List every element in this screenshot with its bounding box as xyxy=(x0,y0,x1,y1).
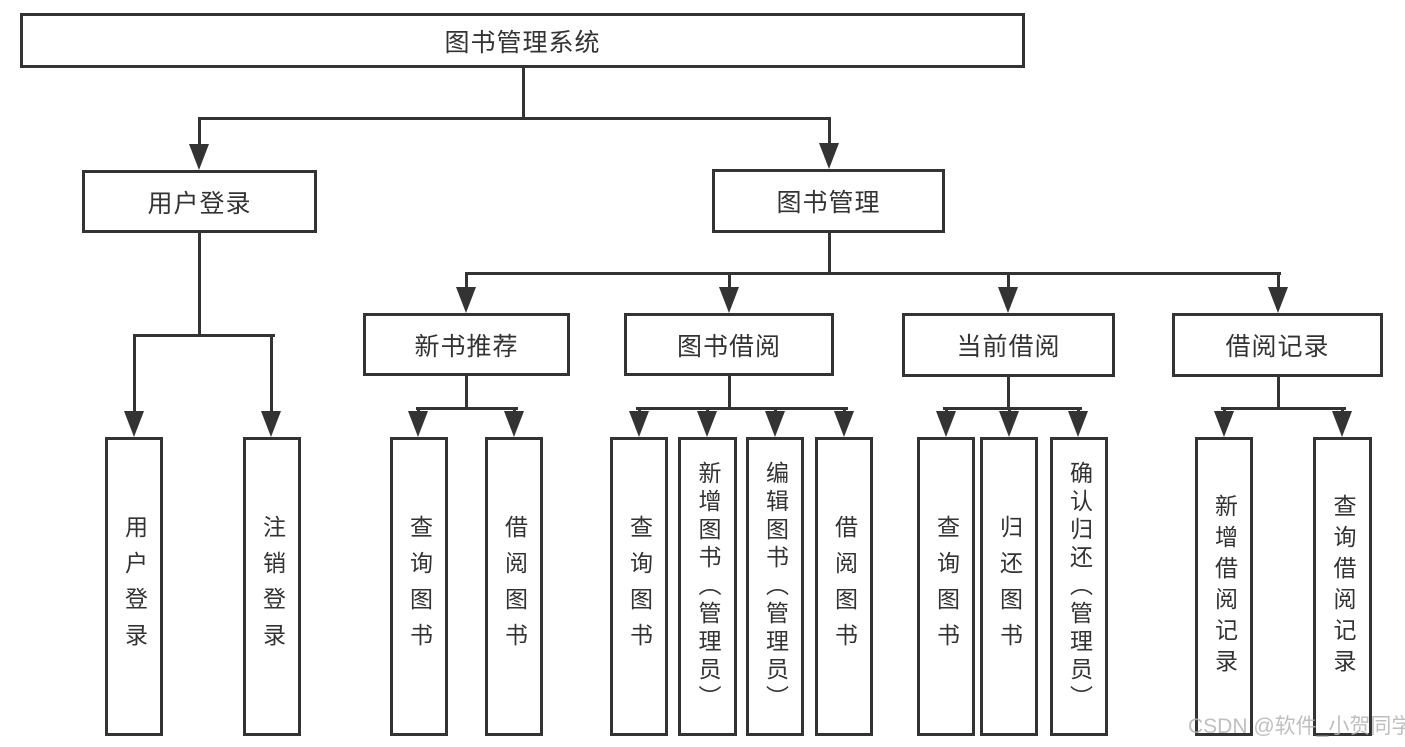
arrow-down-icon xyxy=(1268,287,1288,313)
leaf-user-login: 用户登录 xyxy=(105,437,163,736)
connector-line xyxy=(197,233,201,335)
leaf-label: 借阅图书 xyxy=(831,514,858,659)
leaf-label: 确认归还（管理员） xyxy=(1066,460,1093,713)
arrow-down-icon xyxy=(261,411,281,437)
connector-line xyxy=(269,335,273,419)
connector-line xyxy=(1006,273,1010,295)
leaf-add-book-admin: 新增图书（管理员） xyxy=(678,437,737,736)
leaf-confirm-return-admin: 确认归还（管理员） xyxy=(1050,437,1108,736)
arrow-down-icon xyxy=(408,411,428,437)
arrow-down-icon xyxy=(998,287,1018,313)
csdn-watermark: CSDN @软件_小贺同学 xyxy=(1188,715,1405,738)
connector-line xyxy=(1006,376,1010,408)
connector-line xyxy=(1276,273,1280,295)
connector-line xyxy=(197,118,201,152)
leaf-label: 查询图书 xyxy=(406,514,433,659)
arrow-down-icon xyxy=(124,411,144,437)
leaf-label: 查询图书 xyxy=(626,514,653,659)
leaf-edit-book-admin: 编辑图书（管理员） xyxy=(746,437,804,736)
arrow-down-icon xyxy=(504,411,524,437)
connector-line xyxy=(1220,406,1346,410)
arrow-down-icon xyxy=(189,144,209,170)
connector-line xyxy=(132,335,136,419)
leaf-label: 注销登录 xyxy=(259,514,286,659)
arrow-down-icon xyxy=(1332,411,1352,437)
leaf-borrow-books: 借阅图书 xyxy=(815,437,873,736)
arrow-down-icon xyxy=(999,411,1019,437)
connector-line xyxy=(942,406,1082,410)
node-library-management-system: 图书管理系统 xyxy=(20,13,1025,68)
node-new-book-recommend: 新书推荐 xyxy=(363,313,570,376)
connector-line xyxy=(727,273,731,295)
connector-line xyxy=(415,406,518,410)
connector-line xyxy=(827,233,831,273)
connector-line xyxy=(197,116,831,120)
connector-line xyxy=(1276,376,1280,408)
node-book-borrowing: 图书借阅 xyxy=(624,313,834,376)
connector-line xyxy=(464,273,468,295)
leaf-query-books-borrowing: 查询图书 xyxy=(610,437,668,736)
leaf-label: 新增借阅记录 xyxy=(1211,493,1238,680)
leaf-borrow-books-recommend: 借阅图书 xyxy=(485,437,543,736)
arrow-down-icon xyxy=(765,411,785,437)
leaf-query-books-recommend: 查询图书 xyxy=(390,437,448,736)
connector-line xyxy=(132,333,275,337)
node-label: 当前借阅 xyxy=(956,333,1061,361)
connector-line xyxy=(521,68,525,118)
node-borrow-records: 借阅记录 xyxy=(1172,313,1383,377)
connector-line xyxy=(464,271,1281,275)
arrow-down-icon xyxy=(1214,411,1234,437)
node-label: 借阅记录 xyxy=(1225,333,1330,361)
leaf-label: 编辑图书（管理员） xyxy=(762,460,789,713)
node-book-management: 图书管理 xyxy=(712,169,945,233)
leaf-label: 用户登录 xyxy=(121,514,148,659)
connector-line xyxy=(464,376,468,408)
connector-line xyxy=(827,118,831,151)
leaf-label: 查询借阅记录 xyxy=(1330,493,1356,680)
arrow-down-icon xyxy=(819,143,839,169)
leaf-add-borrow-record: 新增借阅记录 xyxy=(1195,437,1253,736)
leaf-query-borrow-record: 查询借阅记录 xyxy=(1313,437,1372,736)
node-current-borrowing: 当前借阅 xyxy=(902,313,1115,377)
leaf-label: 新增图书（管理员） xyxy=(695,460,721,713)
node-label: 用户登录 xyxy=(147,189,252,218)
node-label: 新书推荐 xyxy=(414,332,519,361)
node-label: 图书借阅 xyxy=(676,332,781,361)
arrow-down-icon xyxy=(834,411,854,437)
leaf-query-books-current: 查询图书 xyxy=(917,437,975,736)
leaf-return-book: 归还图书 xyxy=(980,437,1038,736)
arrow-down-icon xyxy=(936,411,956,437)
arrow-down-icon xyxy=(456,287,476,313)
connector-line xyxy=(635,406,848,410)
arrow-down-icon xyxy=(697,411,717,437)
connector-line xyxy=(727,376,731,408)
leaf-label: 归还图书 xyxy=(996,514,1023,659)
arrow-down-icon xyxy=(719,287,739,313)
node-label: 图书管理 xyxy=(776,189,881,217)
arrow-down-icon xyxy=(629,411,649,437)
node-user-login: 用户登录 xyxy=(82,170,317,233)
node-label: 图书管理系统 xyxy=(444,28,601,57)
leaf-label: 借阅图书 xyxy=(501,514,528,659)
arrow-down-icon xyxy=(1068,411,1088,437)
leaf-logout: 注销登录 xyxy=(243,437,301,736)
leaf-label: 查询图书 xyxy=(933,514,960,659)
